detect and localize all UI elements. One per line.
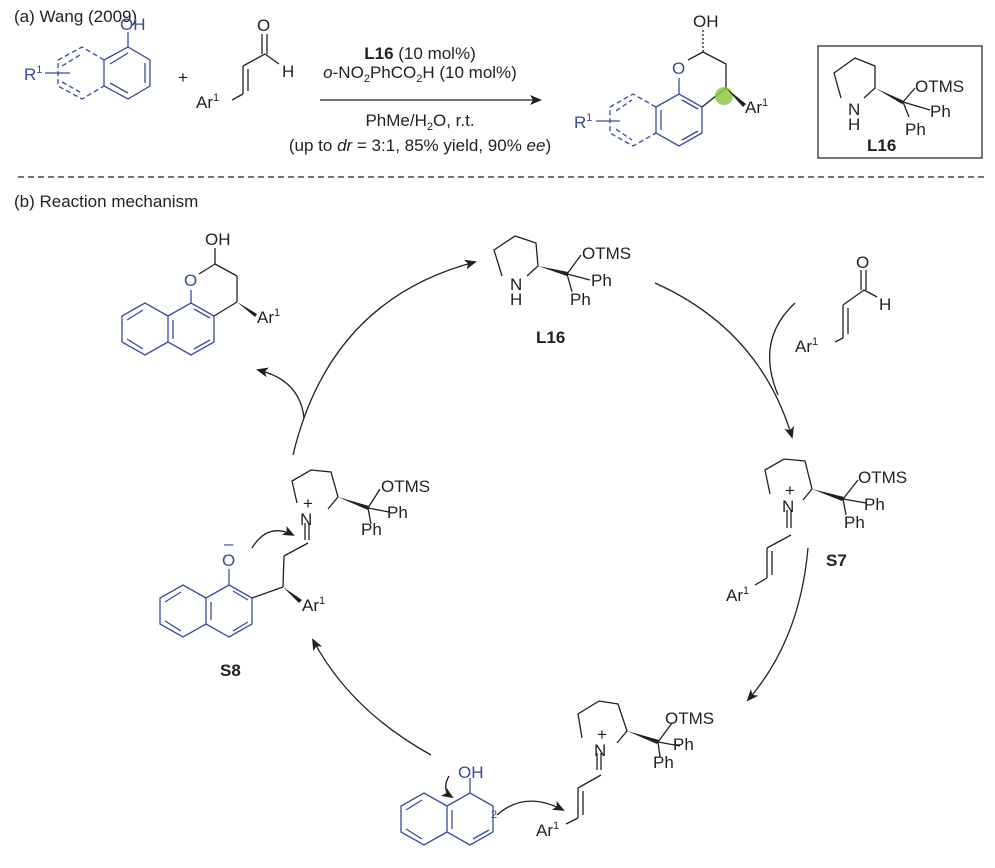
amine-h: H (848, 115, 860, 134)
aldehyde-h: H (879, 295, 891, 314)
otms-label: OTMS (915, 77, 964, 96)
product-oh: OH (205, 230, 231, 249)
ar1-label: Ar1 (726, 585, 749, 605)
michael-addition-arrow (312, 638, 432, 756)
nucleophilic-attack-arrow (496, 800, 565, 816)
mechanism-catalyst-l16: N H OTMS Ph Ph L16 (493, 235, 631, 347)
intermediate-s8: O – N + OTMS Ph Ph Ar1 S8 (159, 469, 430, 680)
solvent-line: PhMe/H2O, r.t. (365, 111, 474, 133)
cyclization-arrow (251, 525, 295, 549)
ph-label: Ph (591, 271, 612, 290)
ar1-label: Ar1 (196, 92, 219, 112)
iminium-n: N (300, 510, 312, 529)
r1-label: R1 (24, 64, 42, 84)
isomerization-arrow (746, 547, 809, 702)
mechanism-product: O OH Ar1 (121, 230, 280, 356)
product-ar1: Ar1 (745, 97, 768, 117)
intermediate-label: S8 (220, 661, 241, 680)
ph-label: Ph (864, 495, 885, 514)
section-a-title: (a) Wang (2009) (14, 7, 137, 26)
amine-n: N (848, 100, 860, 119)
mechanism-enal: O H Ar1 (795, 253, 891, 356)
ar1-label: Ar1 (536, 820, 559, 840)
ph-label: Ph (905, 120, 926, 139)
catalyst-box: N H OTMS Ph Ph L16 (817, 45, 983, 159)
catalyst-label: L16 (536, 328, 565, 347)
product-release-arrow (256, 367, 305, 419)
ring-o: O (672, 59, 685, 78)
reaction-conditions: L16 (10 mol%) o-NO2PhCO2H (10 mol%) PhMe… (289, 44, 551, 155)
ring-o: O (184, 271, 197, 290)
aldehyde-h: H (282, 62, 294, 81)
naphthol-nucleophile: OH 2 (400, 763, 565, 846)
iminium-n: N (782, 497, 794, 516)
phenol-ring (103, 46, 151, 100)
oh-label: OH (120, 15, 146, 34)
otms-label: OTMS (858, 468, 907, 487)
positive-charge: + (785, 481, 795, 500)
catalyst-line: L16 (10 mol%) (364, 44, 475, 63)
position-2-label: 2 (491, 809, 497, 821)
carbonyl-o: O (856, 253, 869, 272)
section-b-title: (b) Reaction mechanism (14, 192, 198, 211)
bottom-iminium: N + OTMS Ph Ph Ar1 (536, 700, 714, 840)
ar1-label: Ar1 (257, 307, 280, 327)
reactant-naphthol: OH R1 (24, 15, 151, 100)
electron-push-arrow (440, 775, 454, 799)
positive-charge: + (303, 494, 313, 513)
stereocenter-highlight (715, 87, 733, 105)
product-r1: R1 (574, 112, 592, 132)
result-line: (up to dr = 3:1, 85% yield, 90% ee) (289, 136, 551, 155)
ph-label: Ph (653, 753, 674, 772)
intermediate-s7: N + OTMS Ph Ph Ar1 S7 (726, 458, 907, 605)
amine-h: H (510, 290, 522, 309)
phenoxide-o: O (222, 551, 235, 570)
ar1-label: Ar1 (302, 595, 325, 615)
iminium-n: N (594, 741, 606, 760)
amine-n: N (510, 275, 522, 294)
reactant-enal: O H Ar1 (196, 16, 294, 112)
otms-label: OTMS (381, 477, 430, 496)
ph-label: Ph (570, 290, 591, 309)
ph-label: Ph (673, 735, 694, 754)
plus-sign: + (178, 68, 188, 87)
ph-label: Ph (844, 513, 865, 532)
otms-label: OTMS (665, 709, 714, 728)
otms-label: OTMS (582, 244, 631, 263)
carbonyl-o: O (257, 16, 270, 35)
enal-entry-arrow (768, 302, 796, 396)
release-catalyst-arrow (292, 259, 477, 456)
product-oh: OH (693, 12, 719, 31)
catalyst-label: L16 (867, 136, 896, 155)
ph-label: Ph (930, 102, 951, 121)
product-chromanol: O OH Ar1 R1 (574, 12, 768, 147)
ar1-label: Ar1 (795, 336, 818, 356)
acid-line: o-NO2PhCO2H (10 mol%) (323, 63, 517, 85)
catalytic-cycle-arrows (256, 259, 809, 756)
condensation-arrow (654, 282, 794, 439)
ph-label: Ph (387, 503, 408, 522)
positive-charge: + (597, 725, 607, 744)
intermediate-label: S7 (826, 551, 847, 570)
ph-label: Ph (361, 520, 382, 539)
negative-charge: – (224, 534, 234, 553)
oh-label: OH (458, 763, 484, 782)
